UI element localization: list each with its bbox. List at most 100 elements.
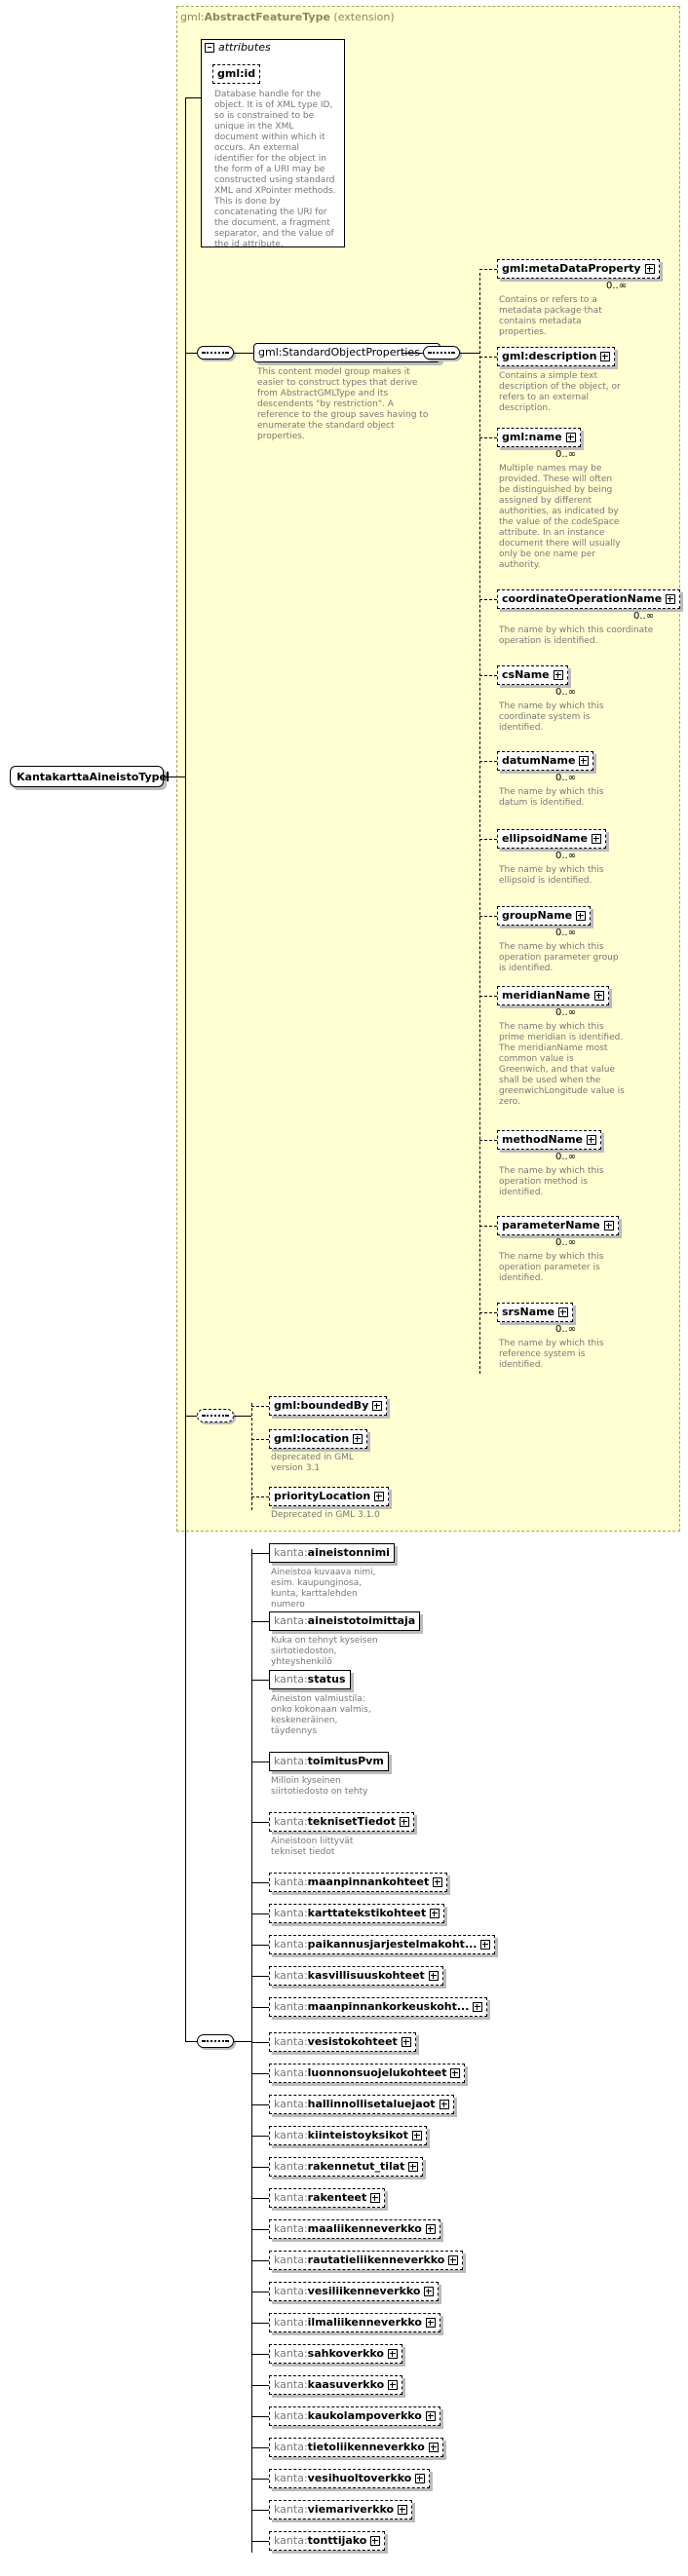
kanta-item[interactable]: kanta:kasvillisuuskohteet	[269, 1966, 443, 1986]
kanta-item[interactable]: kanta:vesistokohteet	[269, 2032, 416, 2052]
kanta-item-name: kaukolampoverkko	[307, 2409, 422, 2422]
kanta-item[interactable]: kanta:kaukolampoverkko	[269, 2406, 440, 2426]
kanta-item-tick	[251, 2104, 269, 2105]
kanta-item[interactable]: kanta:rakenteet	[269, 2188, 386, 2208]
standard-item[interactable]: csName	[497, 665, 568, 685]
standard-item-description: The name by which this ellipsoid is iden…	[499, 865, 604, 886]
kanta-item-name: kiinteistoyksikot	[307, 2129, 408, 2141]
kanta-item[interactable]: kanta:sahkoverkko	[269, 2344, 402, 2364]
standard-item[interactable]: gml:name	[497, 428, 581, 447]
bound-item-tick	[251, 1439, 269, 1440]
bound-item[interactable]: gml:boundedBy	[269, 1396, 388, 1416]
kanta-item[interactable]: kanta:maaliikenneverkko	[269, 2219, 440, 2239]
kanta-item-label: kanta:rautatieliikenneverkko	[274, 2252, 444, 2269]
kanta-item[interactable]: kanta:maanpinnankorkeuskoht...	[269, 1997, 488, 2017]
kanta-item-name: tonttijako	[307, 2534, 367, 2547]
kanta-item-label: kanta:tietoliikenneverkko	[274, 2439, 425, 2456]
kanta-item-name: vesistokohteet	[307, 2035, 398, 2048]
kanta-item-ns: kanta:	[274, 2347, 308, 2360]
expand-icon	[374, 1492, 385, 1501]
kanta-item-label: kanta:teknisetTiedot	[274, 1813, 396, 1831]
kanta-item-description: Milloin kyseinen siirtotiedosto on tehty	[271, 1776, 368, 1797]
kanta-item-label: kanta:ilmaliikenneverkko	[274, 2314, 422, 2331]
kanta-item[interactable]: kanta:aineistotoimittaja	[269, 1611, 421, 1631]
standard-item-cardinality: 0..∞	[555, 773, 577, 783]
kanta-item[interactable]: kanta:toimitusPvm	[269, 1752, 389, 1771]
standard-item[interactable]: coordinateOperationName	[497, 589, 681, 609]
kanta-item[interactable]: kanta:ilmaliikenneverkko	[269, 2313, 440, 2332]
bound-item-tick	[251, 1496, 269, 1497]
standard-item-label: datumName	[502, 754, 576, 767]
bound-link	[185, 1416, 197, 1417]
standard-item[interactable]: gml:metaDataProperty	[497, 259, 660, 279]
choice-link-2	[460, 353, 474, 354]
kanta-item[interactable]: kanta:luonnonsuojelukohteet	[269, 2064, 466, 2083]
expand-icon	[553, 670, 563, 680]
standard-item-cardinality: 0..∞	[555, 449, 577, 460]
standard-item-tick	[479, 1140, 497, 1141]
kanta-item[interactable]: kanta:maanpinnankohteet	[269, 1873, 448, 1892]
kanta-item[interactable]: kanta:tietoliikenneverkko	[269, 2438, 443, 2457]
standard-item-tick	[479, 1312, 497, 1313]
kanta-item-name: aineistotoimittaja	[307, 1614, 416, 1627]
standard-item[interactable]: groupName	[497, 906, 592, 926]
kanta-item-ns: kanta:	[274, 2409, 308, 2422]
collapse-attributes-icon[interactable]	[205, 43, 214, 53]
kanta-item-ns: kanta:	[274, 1815, 308, 1828]
kanta-item[interactable]: kanta:teknisetTiedot	[269, 1812, 414, 1832]
kanta-item-description: Aineistoa kuvaava nimi, esim. kaupungino…	[271, 1568, 376, 1610]
standard-group-description: This content model group makes it easier…	[257, 367, 429, 441]
standard-item-label: groupName	[502, 909, 573, 922]
kanta-item-name: kaasuverkko	[307, 2378, 385, 2391]
kanta-item-name: luonnonsuojelukohteet	[307, 2066, 447, 2079]
standard-item[interactable]: datumName	[497, 751, 594, 771]
standard-item-cardinality: 0..∞	[555, 1007, 577, 1018]
expand-icon	[587, 1135, 596, 1145]
kanta-item-name: hallinnollisetaluejaot	[307, 2098, 436, 2110]
kanta-item[interactable]: kanta:rakennetut_tilat	[269, 2157, 424, 2177]
standard-item[interactable]: methodName	[497, 1130, 601, 1150]
kanta-item[interactable]: kanta:karttatekstikohteet	[269, 1904, 445, 1923]
kanta-item[interactable]: kanta:kiinteistoyksikot	[269, 2126, 427, 2145]
kanta-item[interactable]: kanta:vesiliikenneverkko	[269, 2282, 440, 2301]
bound-item[interactable]: priorityLocation	[269, 1487, 390, 1506]
gml-id-label: gml:id	[217, 67, 256, 80]
gml-id-attribute[interactable]: gml:id	[212, 64, 261, 84]
standard-item[interactable]: gml:description	[497, 347, 616, 366]
standard-item-tick	[479, 599, 497, 600]
kanta-item-name: rakenteet	[307, 2191, 367, 2204]
kanta-item-ns: kanta:	[274, 2160, 308, 2173]
group-link	[234, 353, 253, 354]
kanta-item-name: kasvillisuuskohteet	[307, 1969, 425, 1982]
expand-icon	[433, 1877, 443, 1887]
standard-item[interactable]: ellipsoidName	[497, 829, 606, 849]
standard-item-label: parameterName	[502, 1219, 600, 1231]
expand-icon	[399, 1817, 409, 1827]
kanta-item[interactable]: kanta:tonttijako	[269, 2531, 386, 2551]
standard-item[interactable]: meridianName	[497, 986, 609, 1005]
standard-item[interactable]: srsName	[497, 1303, 574, 1322]
kanta-item[interactable]: kanta:paikannusjarjestelmakoht...	[269, 1935, 496, 1954]
bound-item-description: deprecated in GML version 3.1	[271, 1453, 354, 1473]
kanta-item-name: vesihuoltoverkko	[307, 2472, 412, 2484]
kanta-item-tick	[251, 2229, 269, 2230]
kanta-item[interactable]: kanta:vesihuoltoverkko	[269, 2469, 431, 2488]
kanta-item-ns: kanta:	[274, 2534, 308, 2547]
kanta-item-label: kanta:maanpinnankohteet	[274, 1874, 429, 1891]
standard-item-description: The name by which this operation method …	[499, 1166, 604, 1197]
standard-item[interactable]: parameterName	[497, 1216, 619, 1235]
kanta-item[interactable]: kanta:status	[269, 1670, 351, 1689]
kanta-item-ns: kanta:	[274, 1938, 308, 1951]
kanta-item[interactable]: kanta:kaasuverkko	[269, 2375, 403, 2395]
kanta-item-name: sahkoverkko	[307, 2347, 384, 2360]
bound-item[interactable]: gml:location	[269, 1429, 368, 1449]
kanta-item[interactable]: kanta:viemariverkko	[269, 2500, 413, 2519]
kanta-item-ns: kanta:	[274, 2316, 308, 2329]
kanta-item[interactable]: kanta:hallinnollisetaluejaot	[269, 2095, 454, 2114]
expand-icon	[591, 834, 601, 844]
kanta-item[interactable]: kanta:rautatieliikenneverkko	[269, 2251, 464, 2270]
standard-item-cardinality: 0..∞	[555, 687, 577, 698]
kanta-item-tick	[251, 2260, 269, 2261]
root-element[interactable]: KantakarttaAineistoType	[10, 766, 169, 787]
kanta-item[interactable]: kanta:aineistonnimi	[269, 1543, 395, 1563]
